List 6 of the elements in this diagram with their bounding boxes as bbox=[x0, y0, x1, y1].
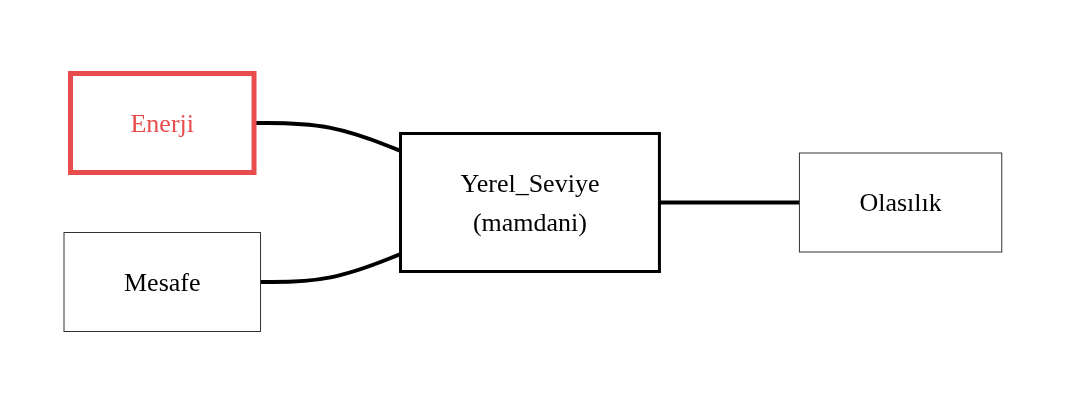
node-box: Enerji bbox=[67, 71, 257, 175]
node-box: Yerel_Seviye (mamdani) bbox=[398, 132, 661, 273]
connector bbox=[260, 252, 401, 284]
connector bbox=[659, 200, 800, 205]
node-box: Olasılık bbox=[798, 152, 1002, 253]
node-box: Mesafe bbox=[63, 232, 261, 332]
